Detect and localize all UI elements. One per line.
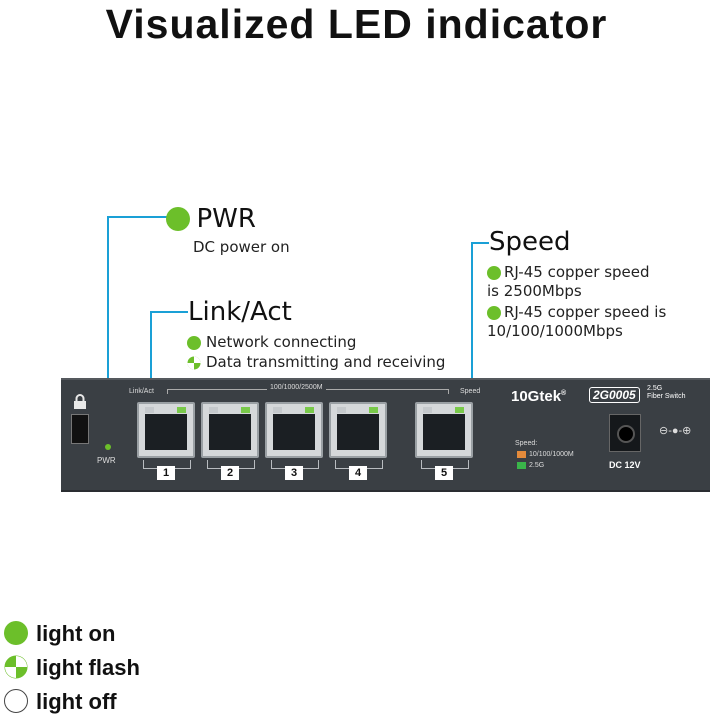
device-speed-label: Speed: [460, 388, 481, 395]
legend-light-flash: light flash: [4, 655, 140, 681]
pwr-desc: DC power on: [193, 238, 290, 256]
led-flash-icon: [4, 655, 28, 679]
link-act-label: Link/Act: [188, 297, 292, 327]
link-item-transmitting: Data transmitting and receiving: [187, 353, 445, 372]
legend-light-off: light off: [4, 689, 117, 715]
pwr-led-icon: [166, 207, 190, 231]
port-range-label: 100/1000/2500M: [267, 384, 326, 391]
dc-label: DC 12V: [609, 460, 641, 470]
port-number-2: 2: [221, 466, 239, 480]
link-item-connecting: Network connecting: [187, 333, 356, 352]
pwr-callout-line-h: [107, 216, 167, 218]
port-number-1: 1: [157, 466, 175, 480]
rj45-port-3[interactable]: [265, 402, 323, 458]
pwr-callout-line-v: [107, 216, 109, 440]
pwr-callout: PWR: [166, 204, 256, 234]
speed-legend-title: Speed:: [515, 440, 538, 447]
model-badge: 2G0005: [589, 387, 640, 403]
led-on-icon: [487, 265, 501, 280]
legend-light-on: light on: [4, 621, 115, 647]
led-on-icon: [187, 335, 201, 350]
link-callout-line-h: [150, 311, 188, 313]
rj45-port-4[interactable]: [329, 402, 387, 458]
page-title: Visualized LED indicator: [105, 1, 608, 47]
speed-label: Speed: [489, 227, 571, 257]
rj45-port-5[interactable]: [415, 402, 473, 458]
led-flash-icon: [187, 356, 201, 369]
dc-jack[interactable]: [609, 414, 641, 452]
reset-slot: [71, 414, 89, 444]
speed-legend-2500: 2.5G: [529, 462, 545, 469]
speed-orange-swatch: [517, 451, 526, 458]
speed-green-swatch: [517, 462, 526, 469]
rj45-port-1[interactable]: [137, 402, 195, 458]
led-on-icon: [4, 621, 28, 645]
polarity-icon: ⊖-●-⊕: [659, 425, 692, 437]
pwr-led: [105, 444, 111, 450]
switch-device: PWR Link/Act 100/1000/2500M Speed 1 2 3 …: [61, 378, 710, 492]
port-number-5: 5: [435, 466, 453, 480]
speed-legend-1000: 10/100/1000M: [529, 451, 574, 458]
pwr-label: PWR: [196, 204, 256, 234]
rj45-port-2[interactable]: [201, 402, 259, 458]
brand-logo: 10Gtek®: [511, 388, 567, 405]
lock-icon: [74, 394, 86, 409]
device-link-act-label: Link/Act: [129, 388, 154, 395]
speed-callout-line-v: [471, 242, 473, 388]
device-pwr-label: PWR: [97, 456, 116, 465]
port-number-4: 4: [349, 466, 367, 480]
speed-callout-line-h: [471, 242, 489, 244]
led-on-icon: [487, 305, 501, 320]
led-off-icon: [4, 689, 28, 713]
port-number-3: 3: [285, 466, 303, 480]
link-callout-line-v: [150, 311, 152, 386]
